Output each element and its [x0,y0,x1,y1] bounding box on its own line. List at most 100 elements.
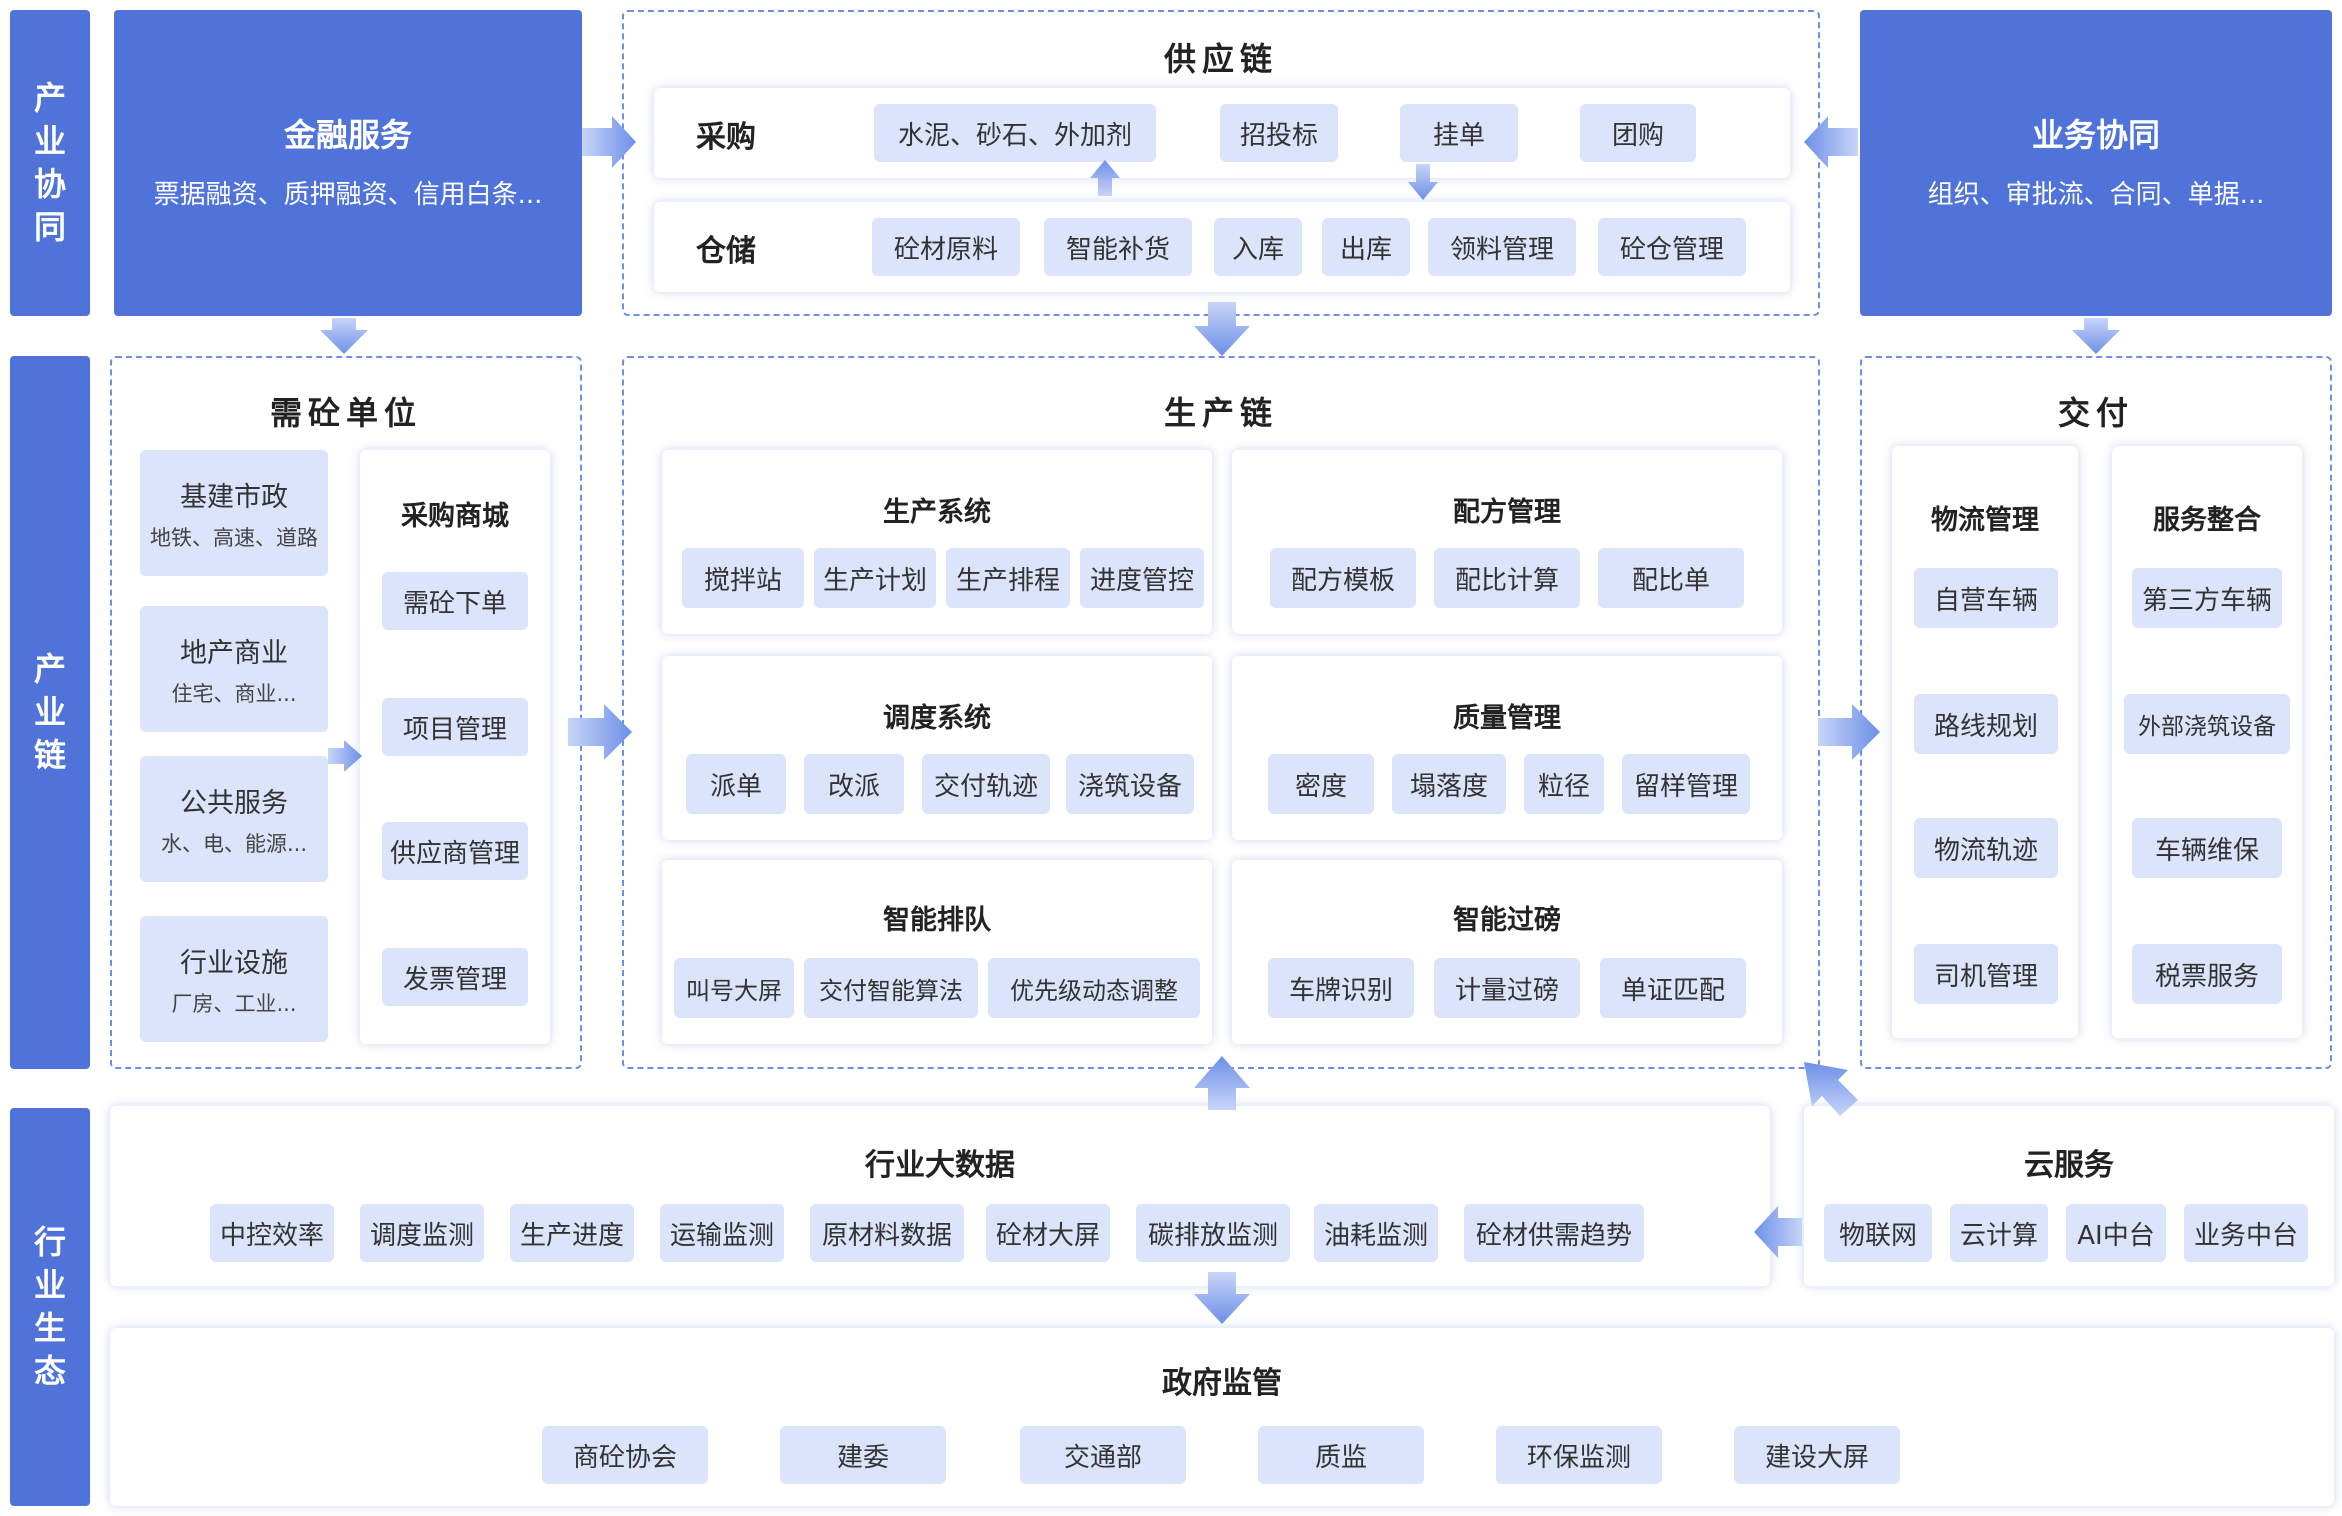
supply-chain-title: 供应链 [1163,40,1278,78]
block-item[interactable]: 浇筑设备 [1066,754,1194,814]
storage-label: 仓储 [696,234,756,269]
block-item[interactable]: 交付智能算法 [804,958,978,1018]
block-item[interactable]: 配比单 [1598,548,1744,608]
cloud-item[interactable]: 云计算 [1950,1204,2048,1262]
block-item[interactable]: 改派 [804,754,904,814]
demand-unit-card[interactable]: 地产商业住宅、商业... [140,606,328,732]
storage-item[interactable]: 砼材原料 [872,218,1020,276]
block-item[interactable]: 生产排程 [946,548,1070,608]
service-item[interactable]: 第三方车辆 [2132,568,2282,628]
service-integration-title: 服务整合 [2153,505,2261,536]
purchase-mall-title: 采购商城 [401,501,509,532]
cloud-item[interactable]: 物联网 [1824,1204,1932,1262]
bigdata-title: 行业大数据 [865,1148,1015,1183]
bigdata-item[interactable]: 碳排放监测 [1136,1204,1290,1262]
smart-queue-card: 智能排队 叫号大屏 交付智能算法 优先级动态调整 [662,860,1212,1044]
delivery-section: 交付 物流管理 自营车辆 路线规划 物流轨迹 司机管理 服务整合 第三方车辆 外… [1860,356,2332,1069]
industry-bigdata-card: 行业大数据 中控效率 调度监测 生产进度 运输监测 原材料数据 砼材大屏 碳排放… [110,1106,1770,1286]
block-title: 智能排队 [883,905,991,936]
delivery-title: 交付 [2057,394,2134,432]
arrow-left-icon [1754,1206,1802,1258]
finance-services-block[interactable]: 金融服务 票据融资、质押融资、信用白条... [114,10,582,316]
bigdata-item[interactable]: 砼材大屏 [986,1204,1110,1262]
block-item[interactable]: 计量过磅 [1434,958,1580,1018]
block-item[interactable]: 粒径 [1524,754,1604,814]
procure-item[interactable]: 水泥、砂石、外加剂 [874,104,1156,162]
bigdata-item[interactable]: 调度监测 [360,1204,484,1262]
block-item[interactable]: 进度管控 [1080,548,1204,608]
arrow-down-icon [1194,1272,1250,1324]
arrow-diagonal-icon [1804,1062,1858,1116]
bigdata-item[interactable]: 油耗监测 [1314,1204,1438,1262]
production-system-card: 生产系统 搅拌站 生产计划 生产排程 进度管控 [662,450,1212,634]
dispatch-system-card: 调度系统 派单 改派 交付轨迹 浇筑设备 [662,656,1212,840]
business-subtitle: 组织、审批流、合同、单据... [1927,180,2265,210]
arrow-right-icon [568,704,632,760]
storage-item[interactable]: 入库 [1214,218,1302,276]
gov-item[interactable]: 建委 [780,1426,946,1484]
arrow-left-icon [1804,116,1858,168]
gov-item[interactable]: 质监 [1258,1426,1424,1484]
block-item[interactable]: 生产计划 [814,548,936,608]
cloud-item[interactable]: 业务中台 [2184,1204,2308,1262]
logistics-item[interactable]: 自营车辆 [1914,568,2058,628]
logistics-item[interactable]: 物流轨迹 [1914,818,2058,878]
gov-item[interactable]: 环保监测 [1496,1426,1662,1484]
demand-unit-card[interactable]: 基建市政地铁、高速、道路 [140,450,328,576]
block-item[interactable]: 留样管理 [1622,754,1750,814]
block-item[interactable]: 搅拌站 [682,548,804,608]
demand-unit-card[interactable]: 行业设施厂房、工业... [140,916,328,1042]
procure-row: 采购 水泥、砂石、外加剂 招投标 挂单 团购 [654,88,1790,178]
gov-supervision-card: 政府监管 商砼协会 建委 交通部 质监 环保监测 建设大屏 [110,1328,2334,1506]
storage-item[interactable]: 智能补货 [1044,218,1192,276]
block-item[interactable]: 塌落度 [1392,754,1506,814]
block-title: 调度系统 [883,703,991,734]
storage-item[interactable]: 砼仓管理 [1598,218,1746,276]
demand-unit-card[interactable]: 公共服务水、电、能源... [140,756,328,882]
mall-item[interactable]: 发票管理 [382,948,528,1006]
cloud-item[interactable]: AI中台 [2066,1204,2166,1262]
gov-item[interactable]: 交通部 [1020,1426,1186,1484]
procure-item[interactable]: 招投标 [1220,104,1338,162]
block-item[interactable]: 叫号大屏 [674,958,794,1018]
formula-management-card: 配方管理 配方模板 配比计算 配比单 [1232,450,1782,634]
logistics-item[interactable]: 司机管理 [1914,944,2058,1004]
bigdata-item[interactable]: 生产进度 [510,1204,634,1262]
logistics-card: 物流管理 自营车辆 路线规划 物流轨迹 司机管理 [1892,446,2078,1038]
block-item[interactable]: 车牌识别 [1268,958,1414,1018]
block-item[interactable]: 单证匹配 [1600,958,1746,1018]
storage-item[interactable]: 领料管理 [1428,218,1576,276]
bigdata-item[interactable]: 砼材供需趋势 [1464,1204,1644,1262]
side-label-industry-collab: 产业协同 [10,10,90,316]
gov-title: 政府监管 [1162,1366,1282,1401]
logistics-item[interactable]: 路线规划 [1914,694,2058,754]
business-collab-block[interactable]: 业务协同 组织、审批流、合同、单据... [1860,10,2332,316]
mall-item[interactable]: 项目管理 [382,698,528,756]
bigdata-item[interactable]: 运输监测 [660,1204,784,1262]
arrow-down-icon [1408,164,1438,200]
block-item[interactable]: 配比计算 [1434,548,1580,608]
procure-item[interactable]: 挂单 [1400,104,1518,162]
gov-item[interactable]: 建设大屏 [1734,1426,1900,1484]
arrow-right-icon [582,116,636,168]
mall-item[interactable]: 供应商管理 [382,822,528,880]
procure-label: 采购 [696,120,756,155]
production-chain-section: 生产链 生产系统 搅拌站 生产计划 生产排程 进度管控 配方管理 配方模板 配比… [622,356,1820,1069]
bigdata-item[interactable]: 中控效率 [210,1204,334,1262]
gov-item[interactable]: 商砼协会 [542,1426,708,1484]
service-item[interactable]: 车辆维保 [2132,818,2282,878]
block-item[interactable]: 优先级动态调整 [988,958,1200,1018]
block-item[interactable]: 配方模板 [1270,548,1416,608]
arrow-down-icon [2072,318,2120,354]
bigdata-item[interactable]: 原材料数据 [810,1204,964,1262]
procure-item[interactable]: 团购 [1580,104,1696,162]
block-item[interactable]: 交付轨迹 [922,754,1050,814]
mall-item[interactable]: 需砼下单 [382,572,528,630]
block-item[interactable]: 密度 [1268,754,1374,814]
service-item[interactable]: 税票服务 [2132,944,2282,1004]
storage-item[interactable]: 出库 [1322,218,1410,276]
arrow-down-icon [320,318,368,354]
service-item[interactable]: 外部浇筑设备 [2124,694,2290,754]
block-item[interactable]: 派单 [686,754,786,814]
